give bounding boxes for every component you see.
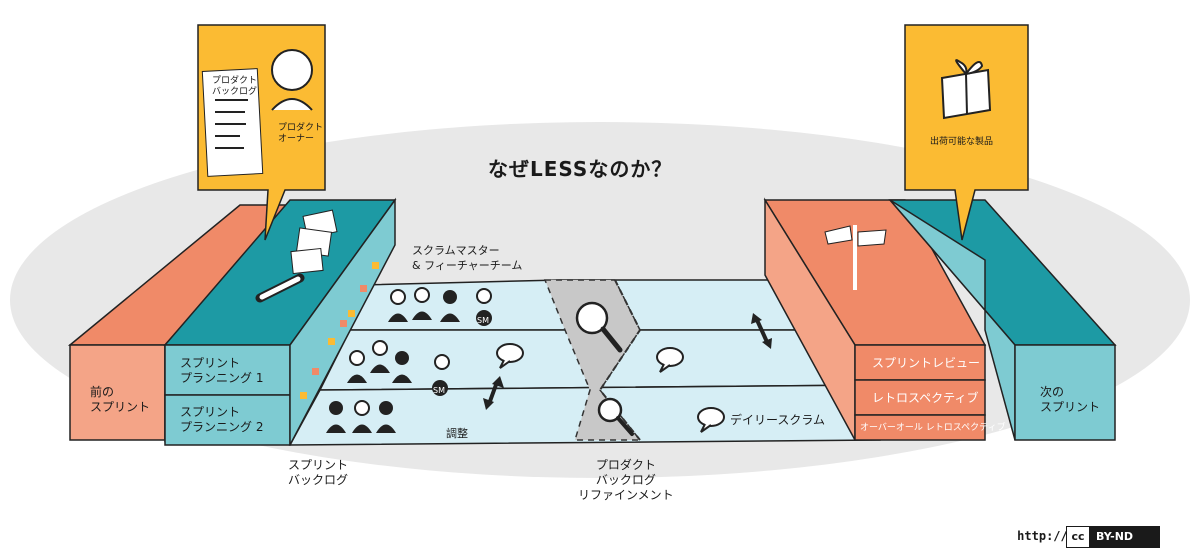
person-icon	[326, 401, 346, 433]
person-icon	[352, 400, 372, 433]
scrum-masters-teams-label: スクラムマスター& フィーチャーチーム	[412, 244, 523, 272]
sticky-note	[328, 338, 335, 345]
license-label: BY-ND	[1096, 530, 1134, 543]
sticky-note	[348, 310, 355, 317]
retrospective-label: レトロスペクティブ	[872, 391, 979, 405]
person-icon	[440, 290, 460, 322]
person-icon	[476, 288, 492, 326]
person-icon	[376, 401, 396, 433]
sprint-planning-2-label: スプリントプランニング 2	[180, 405, 264, 434]
sticky-note	[372, 262, 379, 269]
prev-sprint-label: 前のスプリント	[90, 385, 151, 414]
speech-bubble-icon	[496, 343, 524, 369]
sticky-note	[360, 285, 367, 292]
next-sprint-front	[1014, 344, 1116, 441]
pbr-label: プロダクトバックログリファインメント	[578, 458, 674, 502]
sticky-note	[300, 392, 307, 399]
product-owner-callout	[197, 24, 326, 241]
speech-bubble-icon	[697, 407, 725, 433]
product-owner-label: プロダクトオーナー	[278, 123, 324, 144]
person-icon	[370, 340, 390, 373]
team-bottom	[326, 400, 396, 433]
person-icon	[412, 287, 432, 320]
person-icon	[347, 350, 367, 383]
speech-bubble-icon	[656, 347, 684, 373]
magnifier-icon	[597, 397, 634, 436]
license-badge[interactable]: cc BY-ND	[1066, 526, 1160, 548]
team-mid	[347, 340, 450, 396]
sprint-review-label: スプリントレビュー	[872, 356, 981, 370]
sprint-backlog-label: スプリントバックログ	[288, 458, 349, 487]
daily-scrum-label: デイリースクラム	[730, 413, 826, 427]
clipboard-icon	[255, 209, 338, 303]
refinement-band	[543, 279, 642, 441]
team-top	[388, 287, 492, 326]
cc-icon: cc	[1067, 527, 1090, 547]
next-sprint-side	[889, 199, 1016, 441]
product-backlog-label: プロダクトバックログ	[212, 76, 258, 97]
review-front-3	[854, 414, 986, 441]
double-arrow-icon	[751, 313, 772, 349]
signpost-icon	[824, 225, 887, 290]
person-icon	[432, 354, 450, 396]
sprint-planning-1-label: スプリントプランニング 1	[180, 356, 264, 385]
lane-divider-dashed	[598, 279, 642, 441]
coordination-label: 調整	[446, 427, 468, 440]
sticky-note	[340, 320, 347, 327]
shippable-product-label: 出荷可能な製品	[930, 137, 994, 147]
double-arrow-icon	[483, 376, 504, 410]
next-sprint-label: 次のスプリント	[1040, 385, 1101, 414]
magnifier-icon	[575, 301, 623, 353]
overall-retro-label: オーバーオール レトロスペクティブ	[860, 423, 1006, 433]
person-icon	[388, 289, 408, 322]
sm-badge: SM	[433, 386, 445, 395]
gift-icon	[940, 59, 992, 120]
sm-badge: SM	[477, 316, 489, 325]
person-icon	[392, 351, 412, 383]
shippable-product-callout	[904, 24, 1029, 241]
diagram-title: なぜLESSなのか？	[488, 157, 673, 181]
sticky-note	[312, 368, 319, 375]
